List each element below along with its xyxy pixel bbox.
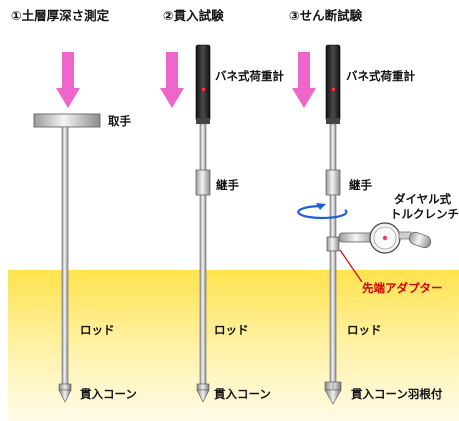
step3-vane-cone xyxy=(324,381,342,405)
step2-apparatus xyxy=(160,44,211,403)
step2-joint xyxy=(195,169,211,196)
step3-rod xyxy=(329,123,337,383)
label-cone-3: 貫入コーン羽根付 xyxy=(351,387,443,401)
step1-rod xyxy=(61,126,69,385)
step2-rod xyxy=(199,123,207,385)
label-handle: 取手 xyxy=(108,114,131,128)
step2-push-arrow xyxy=(160,52,184,108)
dial-torque-wrench xyxy=(338,222,432,254)
title-step2: ②貫入試験 xyxy=(163,8,224,23)
step1-cone xyxy=(58,383,72,403)
label-rod-2: ロッド xyxy=(214,323,249,337)
step3-push-arrow xyxy=(292,52,316,108)
step3-spring-scale xyxy=(325,44,341,122)
title-step3: ③せん断試験 xyxy=(289,8,363,23)
step1-push-arrow xyxy=(56,52,80,108)
label-spring-scale-3: バネ式荷重計 xyxy=(346,69,415,83)
step3-apparatus xyxy=(292,44,432,405)
step2-spring-scale xyxy=(195,44,211,122)
soil-layer xyxy=(8,270,459,421)
label-spring-scale-2: バネ式荷重計 xyxy=(215,69,284,83)
label-joint-2: 継手 xyxy=(216,178,239,192)
step2-cone xyxy=(196,383,210,403)
title-step1: ①土層厚深さ測定 xyxy=(11,8,110,23)
tip-adapter-pointer xyxy=(339,249,363,283)
step2-scale-marker xyxy=(202,88,205,91)
rotation-arrow-icon xyxy=(297,203,348,220)
label-dial-wrench-1: ダイヤル式 xyxy=(394,192,452,206)
label-rod-3: ロッド xyxy=(347,323,382,337)
step3-tip-adapter xyxy=(326,236,340,252)
step1-handle-bar xyxy=(33,113,101,128)
step3-joint xyxy=(325,169,341,196)
label-joint-3: 継手 xyxy=(349,178,372,192)
label-rod-1: ロッド xyxy=(80,323,115,337)
step1-apparatus xyxy=(33,52,101,403)
step3-scale-marker xyxy=(332,88,335,91)
label-cone-1: 貫入コーン xyxy=(80,387,137,401)
label-cone-2: 貫入コーン xyxy=(214,387,271,401)
label-tip-adapter: 先端アダプター xyxy=(362,281,443,295)
label-dial-wrench-2: トルクレンチ xyxy=(390,207,459,221)
